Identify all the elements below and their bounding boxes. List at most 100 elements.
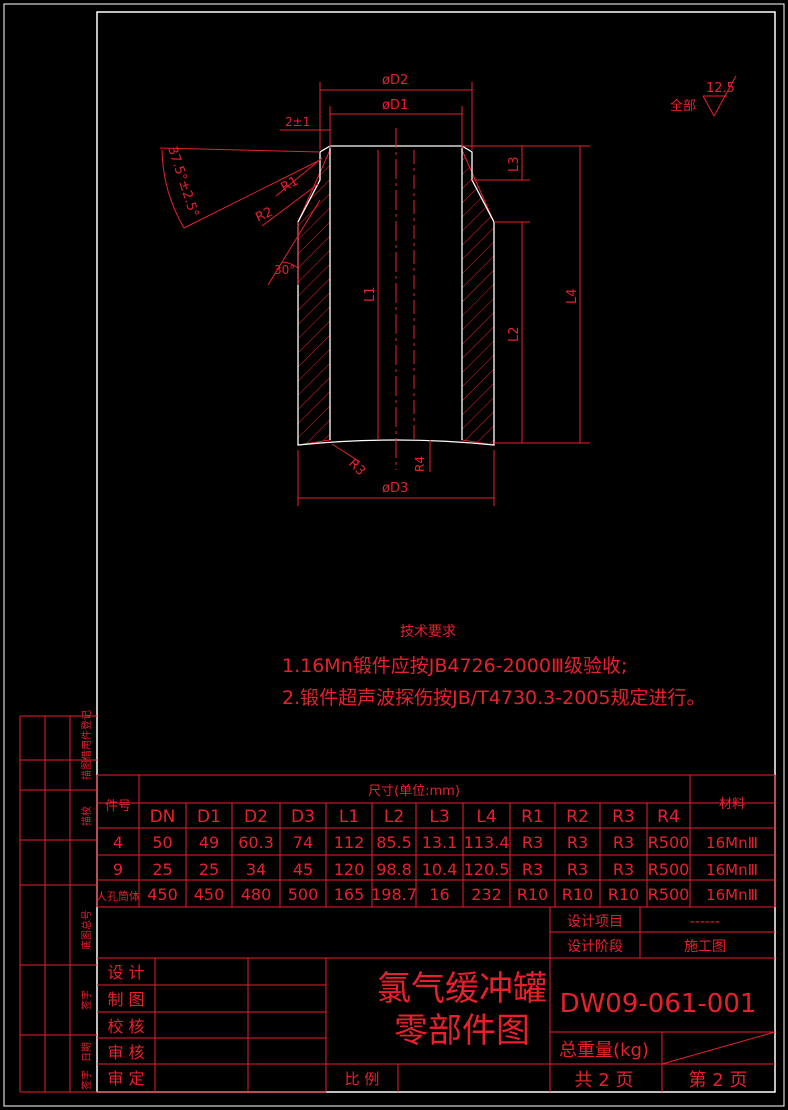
notes-title: 技术要求 xyxy=(400,624,456,640)
table-cell: 85.5 xyxy=(376,833,412,852)
roughness-check-icon xyxy=(702,75,737,118)
table-cell: 112 xyxy=(334,833,365,852)
r2-leader xyxy=(261,183,319,227)
label-gap: 2±1 xyxy=(285,115,310,129)
notes-line2: 2.锻件超声波探伤按JB/T4730.3-2005规定进行。 xyxy=(282,687,705,709)
table-cell: 25 xyxy=(199,860,219,879)
table-cell: R3 xyxy=(613,833,634,852)
label-r4: R4 xyxy=(413,456,427,472)
right-wall-hatch xyxy=(461,149,495,446)
role-label: 审 定 xyxy=(107,1069,144,1088)
column-header: R4 xyxy=(657,807,680,827)
table-cell: R3 xyxy=(613,860,634,879)
label-d1: øD1 xyxy=(382,98,408,113)
row-part-no: 4 xyxy=(113,833,123,852)
left-margin-block: 借用件登记 描图 描校 底图总号 签字 日期 签字 xyxy=(19,710,97,1093)
r3-leader xyxy=(331,443,361,463)
table-cell: 120 xyxy=(334,860,365,879)
table-cell: 16 xyxy=(429,885,449,904)
table-cell: R500 xyxy=(648,860,690,879)
column-header: DN xyxy=(150,807,176,827)
table-cell: R3 xyxy=(522,833,543,852)
angle-leader xyxy=(183,159,321,229)
table-cell: 98.8 xyxy=(376,860,412,879)
row-material: 16MnⅢ xyxy=(706,834,758,852)
column-header: L1 xyxy=(339,807,359,827)
technical-notes: 技术要求 1.16Mn锻件应按JB4726-2000Ⅲ级验收; 2.锻件超声波探… xyxy=(282,624,705,709)
column-header: R1 xyxy=(521,807,544,827)
label-l1: L1 xyxy=(363,286,378,302)
margin-label: 底图总号 xyxy=(80,910,93,950)
label-angle1: 37.5°±2.5° xyxy=(164,145,201,220)
table-cell: 232 xyxy=(471,885,502,904)
label-l3: L3 xyxy=(507,156,522,172)
margin-label: 描图 xyxy=(80,760,93,780)
table-cell: 13.1 xyxy=(422,833,458,852)
table-cell: 500 xyxy=(288,885,319,904)
drawing-number: DW09-061-001 xyxy=(560,989,757,1019)
label-r3: R3 xyxy=(345,456,368,479)
r1-leader xyxy=(275,157,323,197)
column-header: D1 xyxy=(197,807,221,827)
margin-label: 描校 xyxy=(80,806,93,826)
table-cell: 198.7 xyxy=(371,885,417,904)
label-d3: øD3 xyxy=(382,481,408,496)
table-cell: 120.5 xyxy=(464,860,510,879)
margin-label: 借用件登记 xyxy=(80,710,93,760)
row-part-no: 9 xyxy=(113,860,123,879)
column-header: L2 xyxy=(384,807,404,827)
label-angle2: 30° xyxy=(274,263,295,277)
design-stage-value: 施工图 xyxy=(684,939,726,955)
table-cell: R10 xyxy=(608,885,639,904)
table-cell: 60.3 xyxy=(238,833,274,852)
table-cell: 480 xyxy=(241,885,272,904)
outer-frame xyxy=(3,3,785,1107)
table-cell: R3 xyxy=(522,860,543,879)
table-cell: 49 xyxy=(199,833,219,852)
column-header: R3 xyxy=(612,807,635,827)
roughness-label: 全部 xyxy=(670,98,696,114)
notes-line1: 1.16Mn锻件应按JB4726-2000Ⅲ级验收; xyxy=(282,655,627,677)
title-block: 设计项目------设计阶段施工图设 计制 图校 核审 核审 定比 例氯气缓冲罐… xyxy=(97,906,776,1093)
table-cell: 165 xyxy=(334,885,365,904)
column-header: D3 xyxy=(291,807,315,827)
angle-ref-line xyxy=(159,147,321,153)
column-header: L4 xyxy=(476,807,496,827)
weight-label: 总重量(kg) xyxy=(559,1040,649,1061)
table-cell: R500 xyxy=(648,885,690,904)
roughness-symbol: 全部 12.5 xyxy=(670,75,737,118)
row-material: 16MnⅢ xyxy=(706,886,758,904)
row-material: 16MnⅢ xyxy=(706,861,758,879)
label-l2: L2 xyxy=(507,326,522,342)
table-cell: 50 xyxy=(152,833,172,852)
table-cell: 450 xyxy=(147,885,178,904)
inner-frame xyxy=(96,11,776,1093)
column-header: D2 xyxy=(244,807,268,827)
table-cell: R3 xyxy=(567,833,588,852)
title-line1: 氯气缓冲罐 xyxy=(377,969,547,1009)
part-section-view: øD2 øD1 2±1 37.5°±2.5° R1 R2 30° R3 R4 ø… xyxy=(159,73,590,506)
label-l4: L4 xyxy=(565,288,580,304)
left-wall-hatch xyxy=(297,149,331,446)
margin-label: 签字 xyxy=(80,1070,93,1090)
role-label: 设 计 xyxy=(107,963,144,982)
table-cell: 10.4 xyxy=(422,860,458,879)
role-label: 制 图 xyxy=(107,990,144,1009)
margin-label: 签字 xyxy=(80,990,93,1010)
role-label: 审 核 xyxy=(107,1043,144,1062)
table-cell: 113.4 xyxy=(464,833,510,852)
design-project-value: ------ xyxy=(690,914,720,930)
page-number: 第 2 页 xyxy=(689,1070,748,1091)
margin-label: 日期 xyxy=(81,1042,93,1062)
total-pages: 共 2 页 xyxy=(575,1070,634,1091)
design-stage-label: 设计阶段 xyxy=(567,939,623,955)
size-header: 尺寸(单位:mm) xyxy=(368,784,460,799)
table-cell: 74 xyxy=(293,833,313,852)
role-label: 校 核 xyxy=(107,1017,144,1036)
table-cell: R500 xyxy=(648,833,690,852)
part-no-header: 件号 xyxy=(105,799,131,814)
title-line2: 零部件图 xyxy=(394,1011,530,1051)
label-d2: øD2 xyxy=(382,73,408,88)
